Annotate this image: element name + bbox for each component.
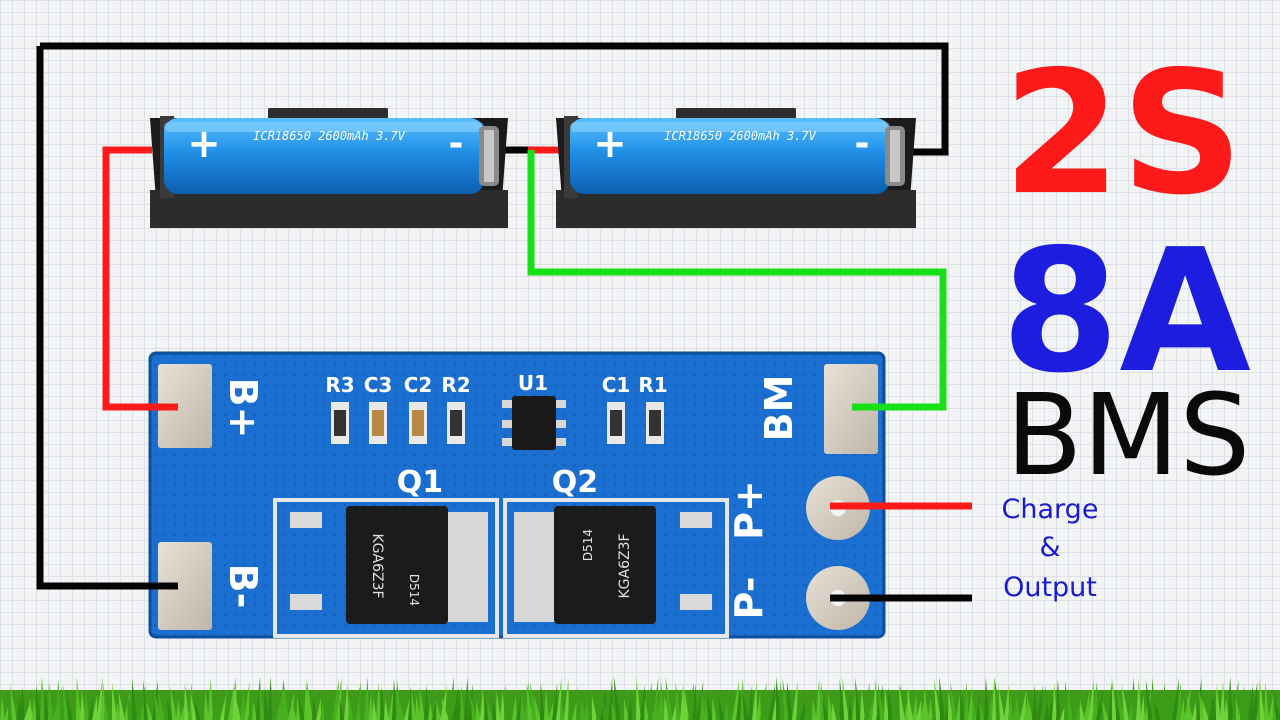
pad-b-plus [158,364,212,448]
smd-c3 [369,402,387,444]
output-label-ampersand: & [1039,532,1060,563]
label-c3: C3 [364,373,393,397]
mosfet-q2 [503,498,729,638]
q1-marking: KGA6Z3F [369,533,385,598]
q1-code: D514 [407,574,421,606]
pad-bm [824,364,878,454]
title-8a: 8A [1001,213,1251,411]
smd-r3 [331,402,349,444]
battery-2-label: ICR18650 2600mAh 3.7V [664,129,816,143]
smd-r1 [646,402,664,444]
label-q1: Q1 [397,465,443,500]
label-p-minus: P- [727,577,771,620]
ic-u1 [502,396,566,450]
label-p-plus: P+ [727,480,771,540]
label-c2: C2 [404,373,433,397]
smd-r2 [447,402,465,444]
label-r2: R2 [441,373,470,397]
label-bm: BM [757,375,801,442]
battery-1-plus: + [187,121,221,167]
label-u1: U1 [518,371,548,395]
q2-code: D514 [581,529,595,561]
label-q2: Q2 [552,465,598,500]
label-r3: R3 [325,373,354,397]
label-c1: C1 [602,373,631,397]
battery-1-minus: - [449,123,464,164]
battery-2-minus: - [855,123,870,164]
title-bms: BMS [1006,371,1251,501]
output-label-output: Output [1003,572,1097,603]
battery-holder-2: + ICR18650 2600mAh 3.7V - [556,108,916,228]
label-r1: R1 [638,373,667,397]
smd-c1 [607,402,625,444]
output-label-charge: Charge [1002,494,1099,525]
label-b-minus: B- [221,564,265,609]
battery-cell-1 [164,118,499,194]
q2-marking: KGA6Z3F [617,533,633,598]
battery-holder-1: + ICR18650 2600mAh 3.7V - [150,108,508,228]
battery-cell-2 [570,118,905,194]
battery-2-plus: + [593,121,627,167]
grass-decoration [0,676,1280,720]
battery-1-label: ICR18650 2600mAh 3.7V [253,129,405,143]
mosfet-q1 [273,498,499,638]
label-b-plus: B+ [221,378,265,439]
title-2s: 2S [1003,35,1244,233]
bms-pcb: B+ B- BM P+ P- R3 C3 C2 R2 U1 C1 R1 [148,351,886,639]
black-wire-top [40,42,949,156]
smd-c2 [409,402,427,444]
pad-b-minus [158,542,212,630]
